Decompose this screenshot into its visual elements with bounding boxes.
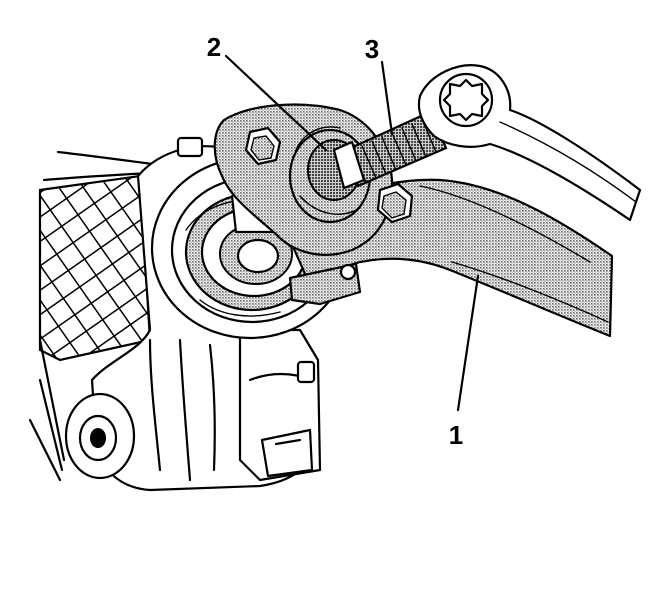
plate-bolt-upper — [244, 126, 282, 166]
ratchet-drive-spline-icon — [442, 78, 490, 122]
leader-lines — [224, 54, 480, 412]
callout-3-label: 3 — [365, 34, 379, 64]
callout-2-label: 2 — [207, 32, 221, 62]
leader-line-1 — [456, 274, 480, 412]
leader-line-2 — [224, 54, 328, 152]
callout-1-label: 1 — [449, 420, 463, 450]
callout-2-adapter-plate — [213, 103, 414, 256]
ratchet-wrench — [417, 64, 642, 222]
differential-housing — [28, 136, 322, 492]
callout-3-forcing-screw — [332, 110, 448, 190]
leader-line-3 — [380, 60, 394, 136]
plate-bolt-lower — [376, 182, 414, 224]
